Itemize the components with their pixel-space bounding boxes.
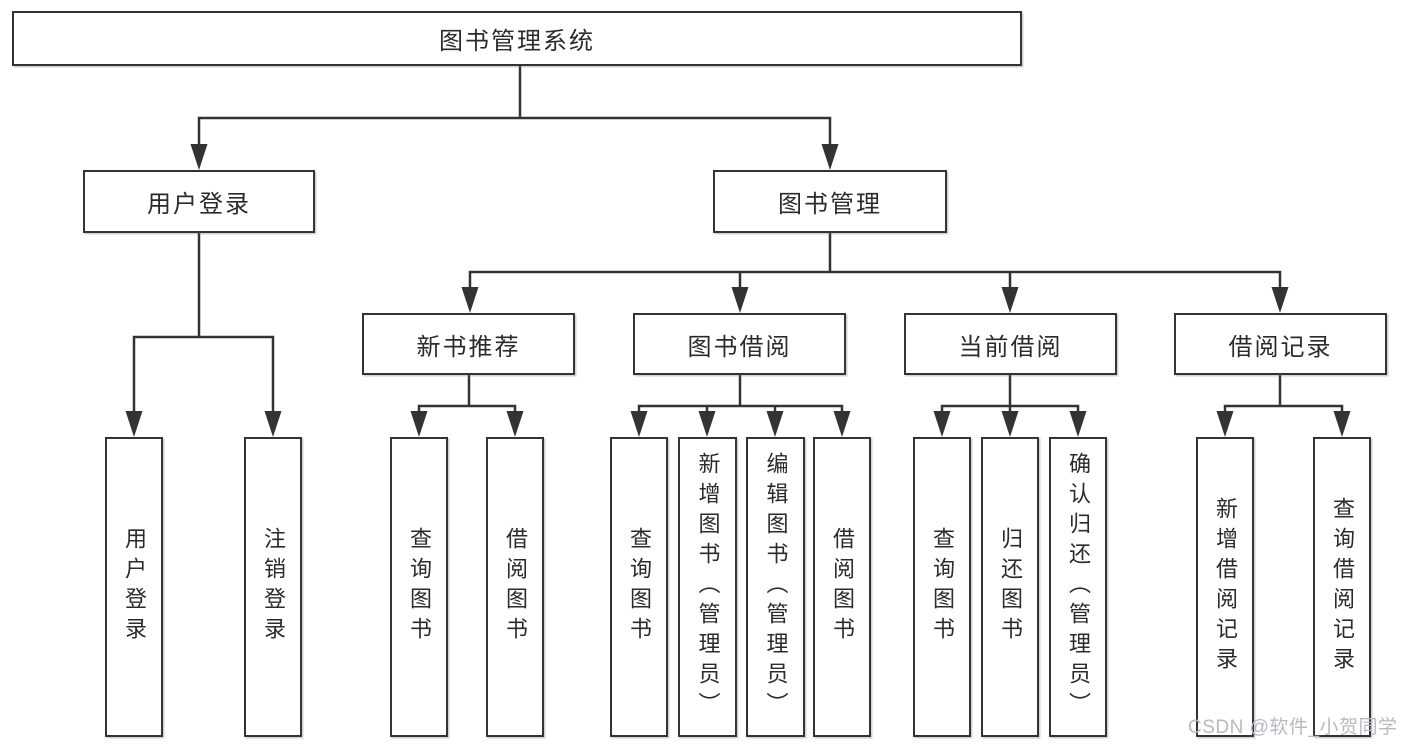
- leaf-edit-books-admin: 编辑图书（管理员）: [746, 437, 805, 737]
- leaf-borrow-books-1-label: 借阅图书: [503, 527, 528, 647]
- node-borrow-records: 借阅记录: [1174, 313, 1387, 375]
- leaf-confirm-return-admin: 确认归还（管理员）: [1049, 437, 1107, 737]
- leaf-add-borrow-record: 新增借阅记录: [1196, 437, 1254, 737]
- leaf-query-books-2-label: 查询图书: [627, 527, 652, 647]
- arrow-down-icon: [461, 287, 479, 313]
- arrow-down-icon: [1001, 411, 1019, 437]
- arrow-down-icon: [410, 411, 428, 437]
- leaf-edit-books-admin-label: 编辑图书（管理员）: [763, 452, 789, 722]
- leaf-query-books-2: 查询图书: [610, 437, 668, 737]
- arrow-down-icons: [125, 144, 1351, 437]
- arrow-down-icon: [698, 411, 716, 437]
- arrow-down-icon: [1001, 287, 1019, 313]
- leaf-logout: 注销登录: [244, 437, 302, 737]
- node-new-book-recommend: 新书推荐: [362, 313, 575, 375]
- arrow-down-icon: [933, 411, 951, 437]
- arrow-down-icon: [731, 287, 749, 313]
- leaf-return-books: 归还图书: [981, 437, 1039, 737]
- leaf-query-books-3: 查询图书: [913, 437, 971, 737]
- leaf-confirm-return-admin-label: 确认归还（管理员）: [1066, 452, 1091, 722]
- arrow-down-icon: [833, 411, 851, 437]
- arrow-down-icon: [1271, 287, 1289, 313]
- arrow-down-icon: [1333, 411, 1351, 437]
- node-current-borrow-label: 当前借阅: [958, 333, 1063, 361]
- node-user-login: 用户登录: [83, 170, 315, 233]
- leaf-query-borrow-record: 查询借阅记录: [1313, 437, 1371, 737]
- leaf-add-borrow-record-label: 新增借阅记录: [1213, 497, 1238, 677]
- leaf-logout-label: 注销登录: [261, 527, 286, 647]
- node-book-borrow: 图书借阅: [633, 313, 846, 375]
- node-book-borrow-label: 图书借阅: [687, 333, 792, 361]
- csdn-watermark: CSDN @软件_小贺同学: [1188, 717, 1398, 738]
- leaf-borrow-books-2: 借阅图书: [813, 437, 871, 737]
- node-book-management-label: 图书管理: [778, 191, 882, 218]
- leaf-add-books-admin: 新增图书（管理员）: [678, 437, 737, 737]
- leaf-borrow-books-2-label: 借阅图书: [830, 527, 855, 647]
- arrow-down-icon: [1069, 411, 1087, 437]
- leaf-query-books-3-label: 查询图书: [930, 527, 955, 647]
- arrow-down-icon: [190, 144, 208, 170]
- connector-paths: [132, 66, 1344, 430]
- node-borrow-records-label: 借阅记录: [1228, 333, 1333, 361]
- leaf-borrow-books-1: 借阅图书: [486, 437, 544, 737]
- node-user-login-label: 用户登录: [147, 191, 251, 218]
- arrow-down-icon: [125, 411, 143, 437]
- arrow-down-icon: [821, 144, 839, 170]
- arrow-down-icon: [506, 411, 524, 437]
- leaf-add-books-admin-label: 新增图书（管理员）: [695, 452, 721, 722]
- leaf-query-books-1: 查询图书: [390, 437, 448, 737]
- arrow-down-icon: [264, 411, 282, 437]
- node-root-label: 图书管理系统: [439, 28, 595, 55]
- arrow-down-icon: [630, 411, 648, 437]
- leaf-return-books-label: 归还图书: [998, 527, 1023, 647]
- node-book-management: 图书管理: [713, 170, 947, 233]
- arrow-down-icon: [1216, 411, 1234, 437]
- leaf-user-login: 用户登录: [105, 437, 163, 737]
- arrow-down-icon: [766, 411, 784, 437]
- node-current-borrow: 当前借阅: [904, 313, 1117, 375]
- leaf-user-login-label: 用户登录: [122, 527, 147, 647]
- node-root: 图书管理系统: [12, 11, 1022, 66]
- node-new-book-recommend-label: 新书推荐: [416, 333, 521, 361]
- leaf-query-books-1-label: 查询图书: [407, 527, 432, 647]
- leaf-query-borrow-record-label: 查询借阅记录: [1330, 497, 1355, 677]
